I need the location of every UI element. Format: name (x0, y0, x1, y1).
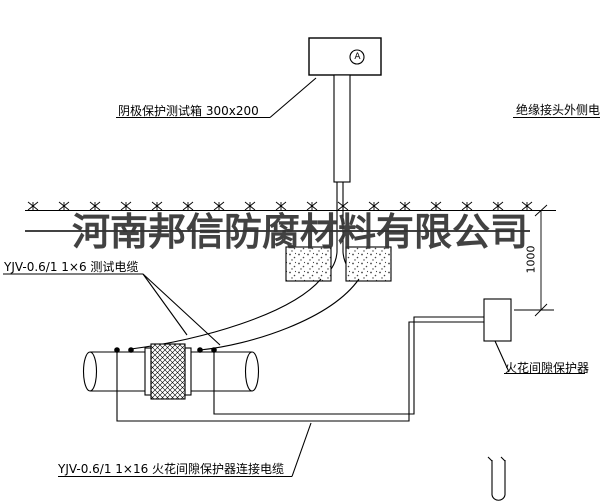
dimension-line-1000 (514, 204, 554, 317)
test-box-leader-line (116, 77, 317, 119)
spark-gap-protector-label: 火花间隙保护器 (505, 361, 590, 375)
test-box (308, 37, 382, 76)
spark-gap-protector (483, 298, 512, 342)
ammeter-circle-icon (349, 49, 365, 65)
test-cable-leader-line (3, 273, 221, 346)
spark-gap-cable-label: YJV-0.6/1 1×16 火花间隙保护器连接电缆 (58, 462, 285, 476)
ammeter-symbol-label: A (354, 51, 361, 62)
ground-line (25, 201, 556, 212)
test-box-label: 阴极保护测试箱 300x200 (118, 104, 259, 118)
insulating-joint (144, 343, 192, 400)
test-cable-label: YJV-0.6/1 1×6 测试电缆 (4, 260, 139, 274)
watermark: 河南邦信防腐材料有限公司 (71, 209, 528, 254)
pipe-section-symbol (487, 456, 506, 501)
test-cables (130, 278, 360, 351)
protector-leader-line (494, 340, 585, 375)
cable-connection-points (114, 347, 217, 353)
foundation-blocks (285, 246, 392, 282)
spark-cable-leader-line (58, 422, 312, 478)
watermark-strikethrough (25, 230, 530, 232)
spark-gap-cables (116, 316, 484, 422)
conduit-riser (320, 74, 360, 280)
insulated-joint-cable-label: 绝缘接头外侧电缆 (516, 103, 600, 117)
